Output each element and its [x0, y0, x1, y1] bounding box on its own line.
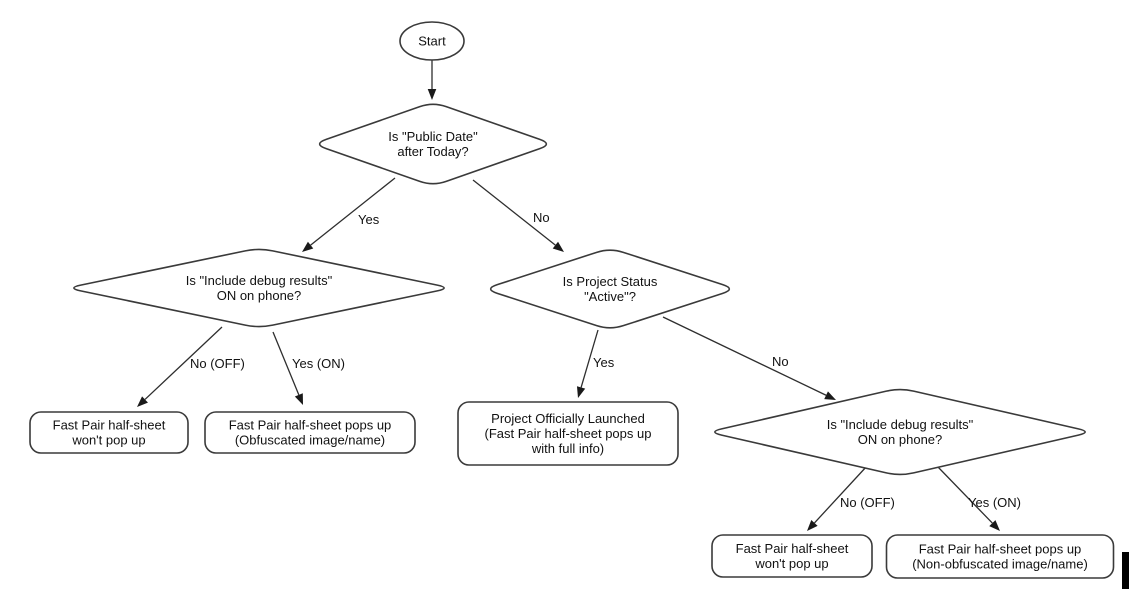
arrowhead-icon [576, 386, 586, 398]
node-start: Start [399, 21, 465, 61]
text-cursor [1122, 552, 1129, 589]
node-label: ON on phone? [858, 432, 943, 447]
edge-label: No (OFF) [840, 495, 895, 510]
process-shape [711, 534, 873, 578]
arrowhead-icon [427, 89, 437, 100]
node-label: Fast Pair half-sheet [736, 541, 849, 556]
arrowhead-icon [989, 520, 1000, 531]
edge-d3-yes-b3: Yes [576, 329, 615, 398]
arrowhead-icon [294, 393, 303, 405]
edge-label: Yes [358, 212, 380, 227]
edge-line [310, 177, 396, 246]
node-label: (Obfuscated image/name) [235, 433, 385, 448]
node-b3: Project Officially Launched(Fast Pair ha… [457, 401, 679, 466]
arrowhead-icon [552, 241, 564, 252]
node-label: Fast Pair half-sheet [53, 418, 166, 433]
edge-label: No [533, 210, 550, 225]
node-d2: Is "Include debug results"ON on phone? [73, 248, 445, 328]
edge-d2-no-b1: No (OFF) [137, 326, 245, 407]
node-b2: Fast Pair half-sheet pops up(Obfuscated … [204, 411, 416, 454]
node-b5: Fast Pair half-sheet pops up(Non-obfusca… [885, 534, 1115, 579]
node-label: (Fast Pair half-sheet pops up [485, 426, 652, 441]
node-label: after Today? [397, 144, 468, 159]
node-label: won't pop up [754, 556, 828, 571]
edge-line [272, 331, 300, 396]
arrowhead-icon [302, 241, 314, 252]
edge-label: Yes (ON) [968, 495, 1021, 510]
arrowhead-icon [807, 520, 818, 531]
node-label: (Non-obfuscated image/name) [912, 557, 1088, 572]
node-label: ON on phone? [217, 288, 302, 303]
edge-d2-yes-b2: Yes (ON) [272, 331, 345, 405]
edge-line [813, 465, 868, 524]
process-shape [885, 534, 1115, 579]
terminator-shape [399, 21, 465, 61]
edge-d1-yes-d2: Yes [302, 177, 396, 252]
edge-d3-no-d4: No [662, 316, 836, 400]
decision-shape [318, 103, 548, 185]
edge-line [580, 329, 599, 388]
node-d3: Is Project Status"Active"? [489, 249, 731, 329]
edge-line [144, 326, 223, 400]
edge-line [937, 466, 993, 524]
arrowhead-icon [137, 396, 148, 407]
node-label: Is "Include debug results" [827, 417, 974, 432]
edge-label: No (OFF) [190, 356, 245, 371]
edge-start-to-d1 [427, 60, 437, 100]
edge-line [472, 179, 556, 246]
edge-label: Yes [593, 355, 615, 370]
node-label: won't pop up [71, 433, 145, 448]
decision-shape [489, 249, 731, 329]
node-label: Fast Pair half-sheet pops up [229, 418, 392, 433]
node-label: Fast Pair half-sheet pops up [919, 542, 1082, 557]
edge-line [662, 316, 827, 396]
decision-shape [73, 248, 445, 328]
node-label: Is "Public Date" [388, 129, 478, 144]
node-label: Start [418, 34, 446, 49]
edge-d4-yes-b5: Yes (ON) [937, 466, 1021, 531]
process-shape [457, 401, 679, 466]
node-d4: Is "Include debug results"ON on phone? [714, 388, 1086, 476]
node-label: with full info) [531, 441, 604, 456]
node-label: "Active"? [584, 289, 636, 304]
edge-label: Yes (ON) [292, 356, 345, 371]
edge-d1-no-d3: No [472, 179, 564, 252]
edge-label: No [772, 354, 789, 369]
node-label: Project Officially Launched [491, 411, 645, 426]
node-label: Is "Include debug results" [186, 273, 333, 288]
process-shape [29, 411, 189, 454]
node-label: Is Project Status [563, 274, 658, 289]
decision-shape [714, 388, 1086, 476]
process-shape [204, 411, 416, 454]
node-d1: Is "Public Date"after Today? [318, 103, 548, 185]
arrowhead-icon [824, 391, 836, 400]
edge-d4-no-b4: No (OFF) [807, 465, 895, 531]
